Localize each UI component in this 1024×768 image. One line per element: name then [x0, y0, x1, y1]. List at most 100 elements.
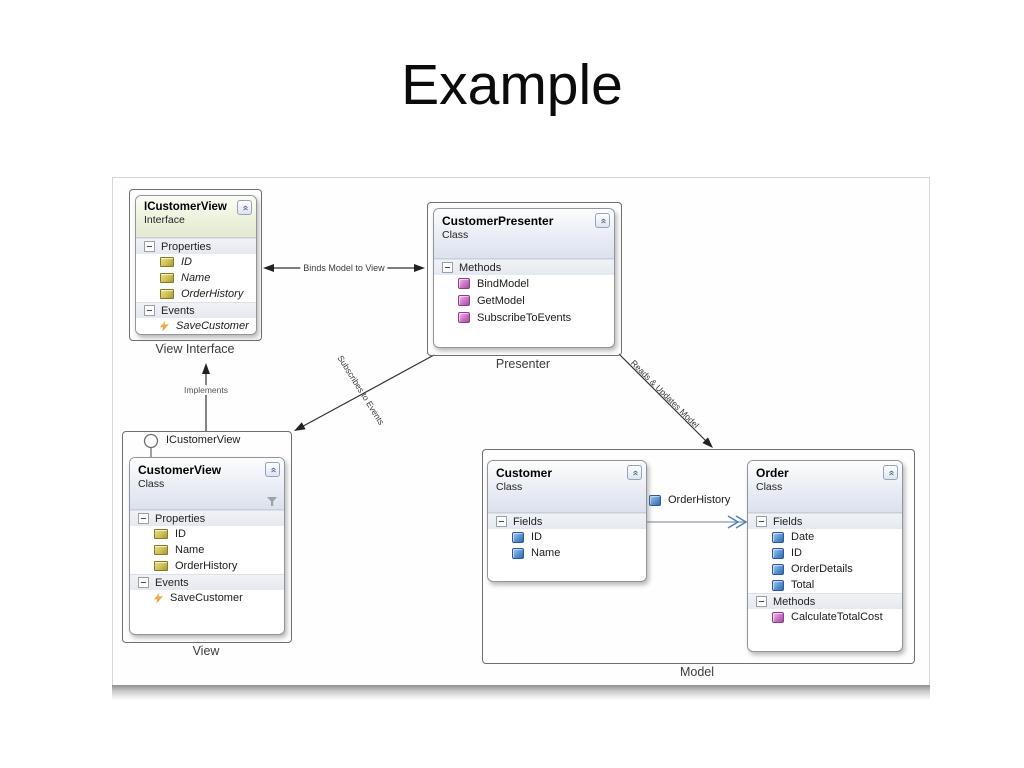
field-icon — [512, 531, 524, 543]
member-row: SaveCustomer — [136, 318, 256, 334]
group-view — [122, 431, 292, 643]
class-box-customerpresenter: CustomerPresenter Class « Methods BindMo… — [433, 208, 615, 348]
class-box-order: Order Class « Fields Date ID OrderDetail… — [747, 460, 903, 652]
group-model — [482, 449, 915, 664]
panel-shadow — [112, 685, 930, 700]
member-row: CalculateTotalCost — [748, 609, 902, 625]
label-implements: Implements — [181, 385, 231, 395]
member-row: OrderDetails — [748, 561, 902, 577]
member-row: Name — [130, 542, 284, 558]
property-icon — [160, 273, 174, 283]
class-box-customer: Customer Class « Fields ID Name — [487, 460, 647, 582]
label-orderhistory-association: OrderHistory — [649, 494, 730, 506]
section-properties: Properties — [130, 510, 284, 526]
member-row: Name — [488, 545, 646, 561]
class-title: Customer — [496, 466, 553, 480]
member-row: BindModel — [434, 275, 614, 292]
collapse-section-icon — [138, 513, 149, 524]
field-icon — [772, 579, 784, 591]
class-header: CustomerView Class « — [130, 458, 284, 510]
lollipop-label: ICustomerView — [166, 434, 241, 446]
class-stereotype: Class — [756, 481, 783, 493]
property-icon — [160, 257, 174, 267]
section-events: Events — [130, 574, 284, 590]
field-icon — [649, 494, 661, 506]
property-icon — [154, 529, 168, 539]
group-label-model: Model — [679, 665, 715, 679]
field-icon — [772, 563, 784, 575]
class-title: Order — [756, 466, 789, 480]
member-row: OrderHistory — [130, 558, 284, 574]
member-row: GetModel — [434, 292, 614, 309]
group-label-view-interface: View Interface — [155, 342, 235, 356]
collapse-section-icon — [144, 241, 155, 252]
section-methods: Methods — [434, 259, 614, 275]
group-presenter — [427, 202, 622, 356]
collapse-chevron-icon: « — [237, 200, 252, 215]
connector-implements — [202, 363, 210, 431]
member-row: Date — [748, 529, 902, 545]
field-icon — [772, 547, 784, 559]
group-label-presenter: Presenter — [495, 357, 551, 371]
method-icon — [772, 611, 784, 623]
collapse-chevron-icon: « — [627, 465, 642, 480]
section-fields: Fields — [748, 513, 902, 529]
member-row: SubscribeToEvents — [434, 309, 614, 326]
property-icon — [160, 289, 174, 299]
section-methods: Methods — [748, 593, 902, 609]
connector-layer — [143, 264, 748, 529]
section-fields: Fields — [488, 513, 646, 529]
connector-subscribes-to-events — [294, 354, 435, 431]
class-box-icustomerview: ICustomerView Interface « Properties ID … — [135, 195, 257, 335]
collapse-section-icon — [442, 262, 453, 273]
connector-orderhistory — [645, 515, 748, 529]
class-stereotype: Class — [138, 478, 165, 490]
filter-funnel-icon — [267, 497, 277, 506]
class-title: ICustomerView — [144, 201, 227, 213]
member-row: ID — [488, 529, 646, 545]
section-properties: Properties — [136, 238, 256, 254]
class-title: CustomerPresenter — [442, 214, 554, 228]
method-icon — [458, 295, 470, 306]
section-events: Events — [136, 302, 256, 318]
member-row: Name — [136, 270, 256, 286]
event-icon — [160, 320, 169, 332]
slide-title: Example — [401, 53, 623, 117]
method-icon — [458, 312, 470, 323]
collapse-chevron-icon: « — [265, 462, 280, 477]
group-view-interface — [129, 189, 262, 341]
class-stereotype: Class — [496, 481, 523, 493]
class-title: CustomerView — [138, 463, 222, 477]
member-row: ID — [136, 254, 256, 270]
member-row: ID — [748, 545, 902, 561]
collapse-section-icon — [144, 305, 155, 316]
property-icon — [154, 561, 168, 571]
member-row: SaveCustomer — [130, 590, 284, 606]
collapse-chevron-icon: « — [595, 213, 610, 228]
class-header: CustomerPresenter Class « — [434, 209, 614, 259]
class-header: ICustomerView Interface « — [136, 196, 256, 238]
class-stereotype: Class — [442, 229, 469, 241]
member-row: OrderHistory — [136, 286, 256, 302]
member-row: ID — [130, 526, 284, 542]
collapse-section-icon — [756, 516, 767, 527]
group-label-view: View — [192, 644, 220, 658]
collapse-section-icon — [138, 577, 149, 588]
event-icon — [154, 592, 163, 604]
class-box-customerview: CustomerView Class « Properties ID Name … — [129, 457, 285, 635]
collapse-chevron-icon: « — [883, 465, 898, 480]
member-row: Total — [748, 577, 902, 593]
field-icon — [512, 547, 524, 559]
label-binds-model-to-view: Binds Model to View — [300, 263, 388, 273]
class-header: Customer Class « — [488, 461, 646, 513]
field-icon — [772, 531, 784, 543]
lollipop-icon — [143, 433, 159, 458]
collapse-section-icon — [756, 596, 767, 607]
connector-reads-updates-model — [618, 353, 713, 448]
method-icon — [458, 278, 470, 289]
class-stereotype: Interface — [144, 214, 185, 226]
diagram-panel: View Interface Presenter View Model Bind… — [112, 177, 930, 686]
collapse-section-icon — [496, 516, 507, 527]
property-icon — [154, 545, 168, 555]
